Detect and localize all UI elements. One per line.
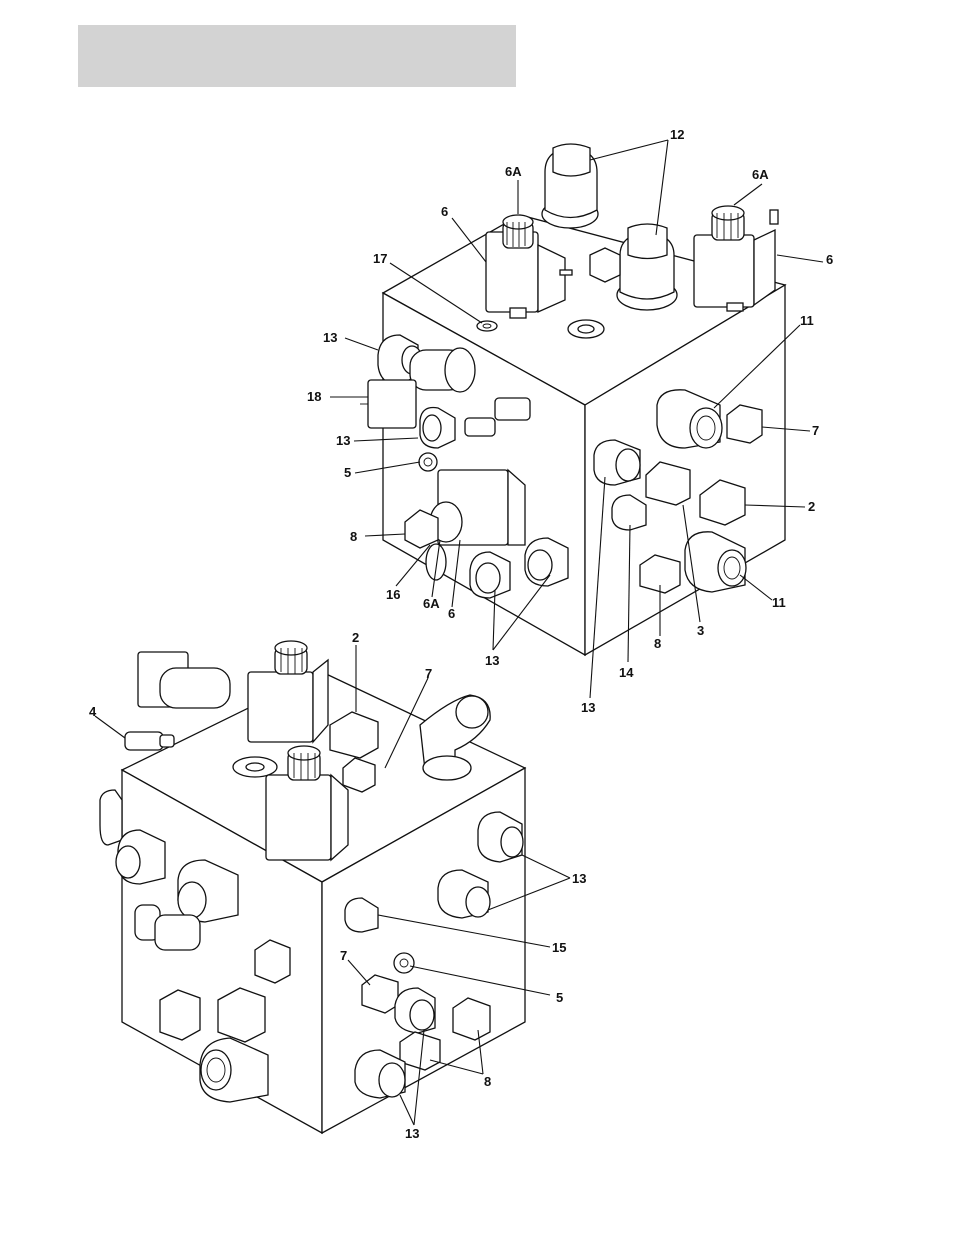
callout-17: 17 bbox=[373, 251, 387, 266]
callout-6a: 6A bbox=[752, 167, 769, 182]
callout-5: 5 bbox=[344, 465, 351, 480]
pressure-sensor bbox=[125, 732, 174, 750]
callout-5: 5 bbox=[556, 990, 563, 1005]
callout-6a: 6A bbox=[423, 596, 440, 611]
callout-13: 13 bbox=[336, 433, 350, 448]
callout-11: 11 bbox=[772, 595, 786, 610]
callout-13: 13 bbox=[323, 330, 337, 345]
callout-8: 8 bbox=[484, 1074, 491, 1089]
callout-7: 7 bbox=[425, 666, 432, 681]
callout-8: 8 bbox=[350, 529, 357, 544]
callout-13: 13 bbox=[581, 700, 595, 715]
callout-13: 13 bbox=[405, 1126, 419, 1141]
solenoid-valve-top-right bbox=[694, 206, 778, 311]
callout-6: 6 bbox=[826, 252, 833, 267]
callout-2: 2 bbox=[808, 499, 815, 514]
upper-manifold bbox=[360, 144, 785, 655]
callout-18: 18 bbox=[307, 389, 321, 404]
callout-13: 13 bbox=[485, 653, 499, 668]
callout-7: 7 bbox=[812, 423, 819, 438]
callout-4: 4 bbox=[89, 704, 97, 719]
callout-8: 8 bbox=[654, 636, 661, 651]
callout-6: 6 bbox=[441, 204, 448, 219]
callout-16: 16 bbox=[386, 587, 400, 602]
callout-2: 2 bbox=[352, 630, 359, 645]
callout-14: 14 bbox=[619, 665, 634, 680]
lower-manifold bbox=[100, 641, 525, 1133]
callout-3: 3 bbox=[697, 623, 704, 638]
callout-11: 11 bbox=[800, 313, 814, 328]
callout-6a: 6A bbox=[505, 164, 522, 179]
callout-13: 13 bbox=[572, 871, 586, 886]
callout-15: 15 bbox=[552, 940, 566, 955]
callout-6: 6 bbox=[448, 606, 455, 621]
callout-12: 12 bbox=[670, 127, 684, 142]
callout-7: 7 bbox=[340, 948, 347, 963]
